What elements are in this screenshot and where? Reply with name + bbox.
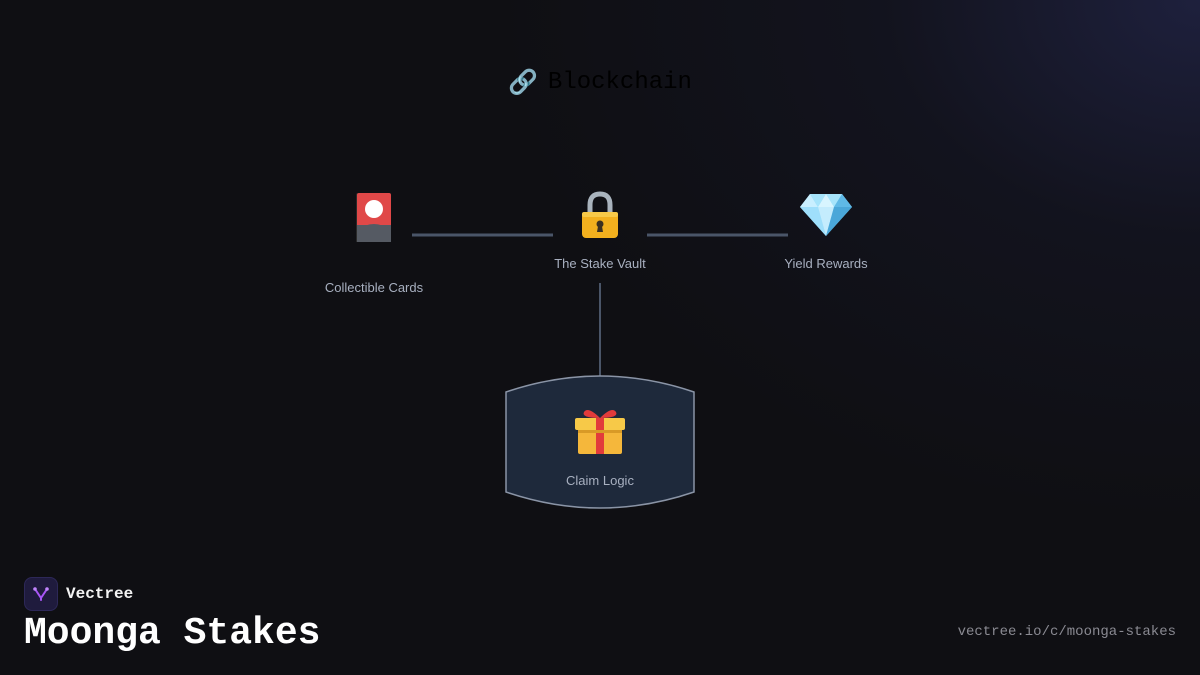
diagram-title-text: Blockchain: [547, 68, 692, 96]
node-yield-rewards[interactable]: Yield Rewards: [776, 190, 876, 280]
brand-name: Vectree: [66, 585, 134, 603]
node-claim-logic[interactable]: Claim Logic: [506, 400, 694, 500]
node-label-yield-rewards: Yield Rewards: [784, 256, 868, 271]
node-label-claim-logic: Claim Logic: [566, 473, 634, 488]
gem-icon: [800, 194, 852, 236]
node-stake-vault[interactable]: The Stake Vault: [550, 190, 650, 280]
brand[interactable]: Vectree: [24, 577, 133, 611]
vectree-logo-icon: [24, 577, 58, 611]
link-icon: 🔗: [508, 68, 538, 96]
node-label-collectible-cards: Collectible Cards: [324, 280, 424, 295]
diagram-title: 🔗 Blockchain: [0, 68, 1200, 96]
playing-card-icon: [356, 193, 391, 242]
page-url[interactable]: vectree.io/c/moonga-stakes: [957, 624, 1176, 640]
node-label-stake-vault: The Stake Vault: [554, 256, 646, 271]
gift-icon: [575, 410, 625, 454]
lock-icon: [582, 191, 618, 238]
node-collectible-cards[interactable]: Collectible Cards: [324, 192, 424, 302]
page-title: Moonga Stakes: [24, 612, 321, 655]
